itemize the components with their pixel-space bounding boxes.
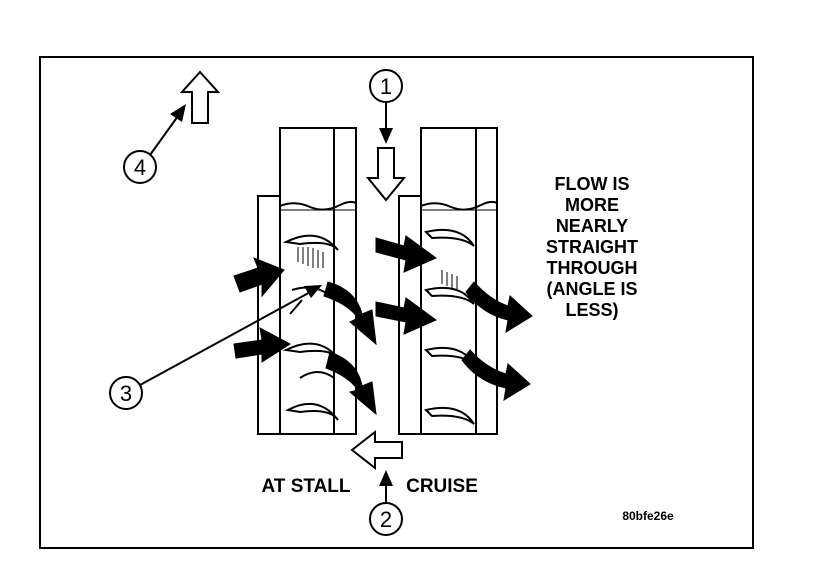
hollow-arrow-up bbox=[179, 70, 221, 124]
svg-text:THROUGH: THROUGH bbox=[547, 258, 638, 278]
callout-1: 1 bbox=[369, 69, 403, 144]
flow-note: FLOW IS MORE NEARLY STRAIGHT THROUGH (AN… bbox=[546, 174, 638, 320]
svg-text:MORE: MORE bbox=[565, 195, 619, 215]
cruise-label: CRUISE bbox=[406, 476, 478, 497]
outgoing-flow-arrow bbox=[465, 281, 533, 334]
svg-text:NEARLY: NEARLY bbox=[556, 216, 628, 236]
svg-text:4: 4 bbox=[134, 155, 146, 180]
figure-frame bbox=[39, 56, 754, 549]
incoming-flow-arrow bbox=[233, 327, 291, 363]
callout-3: 3 bbox=[109, 285, 322, 410]
svg-text:1: 1 bbox=[380, 74, 392, 99]
incoming-flow-arrow bbox=[375, 235, 437, 273]
svg-text:FLOW IS: FLOW IS bbox=[555, 174, 630, 194]
svg-text:LESS): LESS) bbox=[565, 300, 618, 320]
svg-text:STRAIGHT: STRAIGHT bbox=[546, 237, 638, 257]
svg-text:3: 3 bbox=[120, 381, 132, 406]
outgoing-flow-arrow bbox=[325, 351, 377, 416]
hollow-arrow-down bbox=[365, 147, 407, 202]
incoming-flow-arrow bbox=[233, 257, 285, 298]
direction-arrows bbox=[179, 70, 407, 471]
hollow-arrow-left bbox=[350, 429, 403, 471]
callout-2: 2 bbox=[369, 470, 403, 536]
flow-arrows bbox=[233, 235, 533, 416]
incoming-flow-arrow bbox=[375, 297, 437, 335]
at-stall-label: AT STALL bbox=[262, 476, 351, 497]
outgoing-flow-arrow bbox=[323, 281, 377, 346]
svg-text:(ANGLE IS: (ANGLE IS bbox=[546, 279, 637, 299]
figure-reference: 80bfe26e bbox=[622, 509, 674, 523]
outgoing-flow-arrow bbox=[461, 349, 531, 402]
callout-4: 4 bbox=[123, 104, 186, 184]
svg-text:2: 2 bbox=[380, 507, 392, 532]
